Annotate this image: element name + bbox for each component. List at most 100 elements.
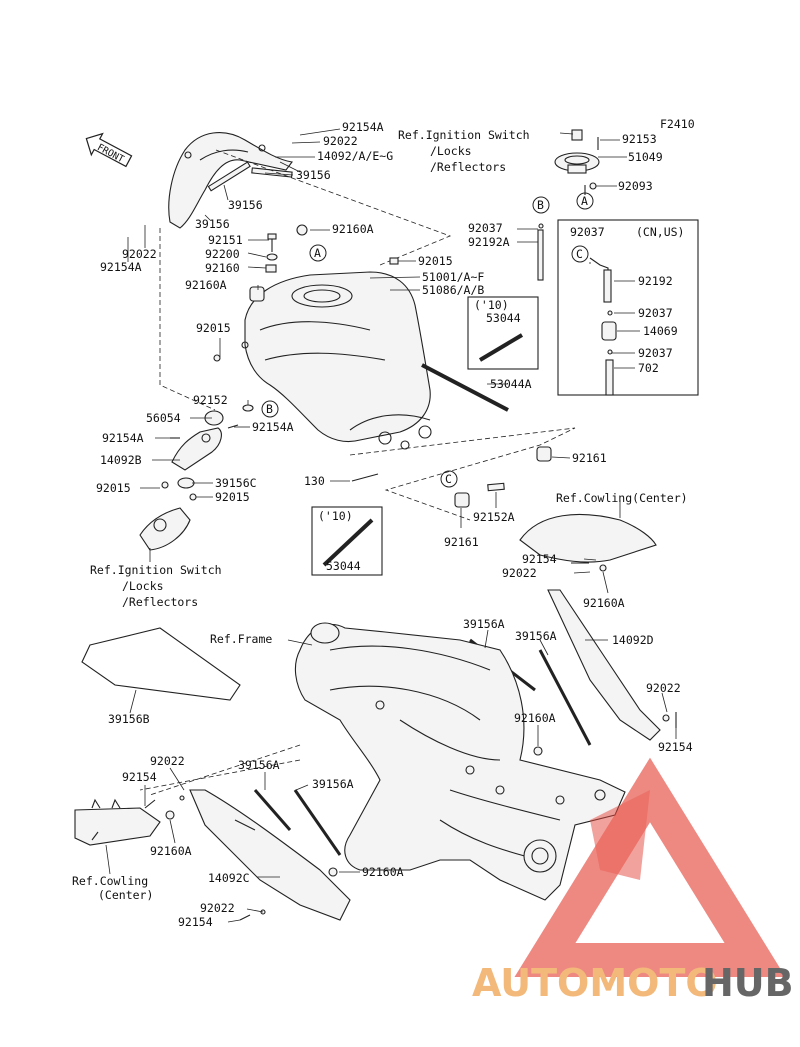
label-92160A-lower-mid: 92160A — [362, 865, 404, 879]
label-ref-ignition-bottom: Ref.Ignition Switch — [90, 563, 222, 577]
box-53044-upper — [467, 296, 539, 370]
label-130: 130 — [304, 474, 325, 488]
callout-B-hose: B — [532, 196, 550, 214]
callout-A-cap: A — [576, 192, 594, 210]
callout-A-tank: A — [309, 244, 327, 262]
label-53044-lower: 53044 — [326, 559, 361, 573]
label-92160A-right: 92160A — [514, 711, 556, 725]
label-92037-box1: 92037 — [570, 225, 605, 239]
canister-hose-set — [589, 257, 617, 396]
label-702: 702 — [638, 361, 659, 375]
damper-92161-a — [536, 446, 552, 462]
label-92160A-top: 92160A — [332, 222, 374, 236]
side-cover-14092C — [189, 789, 351, 921]
label-reflectors-top: /Reflectors — [430, 160, 506, 174]
label-92154-left-bottom: 92154 — [122, 770, 157, 784]
label-51086: 51086/A/B — [422, 283, 484, 297]
label-39156A-r2: 39156A — [515, 629, 557, 643]
label-92152: 92152 — [193, 393, 228, 407]
label-39156-b: 39156 — [228, 198, 263, 212]
label-92153: 92153 — [622, 132, 657, 146]
cowling-center-lower — [74, 798, 161, 846]
label-92015-mid: 92015 — [196, 321, 231, 335]
label-10-lower: ('10) — [318, 509, 353, 523]
label-92037-box2: 92037 — [638, 306, 673, 320]
label-92160A-tank: 92160A — [185, 278, 227, 292]
watermark-text-automoto: AUTOMOTO — [472, 961, 718, 1005]
label-39156B: 39156B — [108, 712, 150, 726]
svg-text:A: A — [581, 194, 588, 208]
label-92022-right: 92022 — [646, 681, 681, 695]
frame — [294, 622, 626, 901]
label-14092B: 14092B — [100, 453, 142, 467]
label-39156-c: 39156 — [195, 217, 230, 231]
rod-53044-upper — [478, 333, 524, 362]
watermark-text-hub: HUB — [702, 961, 794, 1005]
label-92152A: 92152A — [473, 510, 515, 524]
label-92160A-left: 92160A — [150, 844, 192, 858]
svg-text:B: B — [537, 198, 544, 212]
label-39156A-l1: 39156A — [238, 758, 280, 772]
box-53044-lower — [311, 506, 383, 576]
label-56054: 56054 — [146, 411, 181, 425]
side-cover-front — [168, 132, 293, 229]
svg-text:C: C — [576, 247, 583, 261]
side-cover-14092D — [547, 589, 661, 741]
label-92022-left-bottom: 92022 — [150, 754, 185, 768]
label-92015-tank: 92015 — [418, 254, 453, 268]
label-92161-lower: 92161 — [444, 535, 479, 549]
label-14069: 14069 — [643, 324, 678, 338]
callout-B-tank: B — [261, 400, 279, 418]
label-39156A-l2: 39156A — [312, 777, 354, 791]
breather-hose — [537, 223, 544, 281]
label-92154A-bracket-r: 92154A — [252, 420, 294, 434]
label-92037-hose: 92037 — [468, 221, 503, 235]
box-cn-us — [557, 219, 699, 396]
filler-cap-assembly — [554, 129, 600, 195]
label-39156A-r1: 39156A — [463, 617, 505, 631]
label-14092D: 14092D — [612, 633, 654, 647]
pipe-92152A — [487, 482, 505, 492]
callout-C-tank: C — [440, 470, 458, 488]
label-92022-cowl: 92022 — [502, 566, 537, 580]
label-92192A: 92192A — [468, 235, 510, 249]
label-92160A-cowl: 92160A — [583, 596, 625, 610]
figure-code: F2410 — [660, 117, 695, 131]
label-ref-cowling-center-top: Ref.Cowling(Center) — [556, 491, 688, 505]
rubber-39156A-pair-left — [253, 789, 342, 856]
label-92160: 92160 — [205, 261, 240, 275]
callout-C-box: C — [571, 245, 589, 263]
label-92154-lower: 92154 — [178, 915, 213, 929]
damper-92161-b — [454, 492, 470, 508]
label-92154A-left: 92154A — [100, 260, 142, 274]
label-53044-upper: 53044 — [486, 311, 521, 325]
bolt-130 — [351, 473, 379, 482]
label-ref-cowling-bottom: Ref.Cowling — [72, 874, 148, 888]
label-92154A-top: 92154A — [342, 120, 384, 134]
label-center-bottom: (Center) — [98, 888, 153, 902]
label-51049: 51049 — [628, 150, 663, 164]
svg-text:B: B — [266, 402, 273, 416]
label-locks-bottom: /Locks — [122, 579, 164, 593]
bolts-right — [533, 562, 677, 756]
label-92022-left: 92022 — [122, 247, 157, 261]
label-ref-frame: Ref.Frame — [210, 632, 272, 646]
label-39156-a: 39156 — [296, 168, 331, 182]
label-92093: 92093 — [618, 179, 653, 193]
leader-lines — [105, 128, 677, 923]
strip-53044A — [421, 363, 509, 412]
bolts-left — [144, 795, 338, 921]
pad-39156B — [81, 627, 241, 701]
label-92161-right: 92161 — [572, 451, 607, 465]
label-92200: 92200 — [205, 247, 240, 261]
label-92192: 92192 — [638, 274, 673, 288]
box-cn-us-title: (CN,US) — [636, 225, 684, 239]
label-14092-A-E-G: 14092/A/E~G — [317, 149, 393, 163]
label-92154-cowl: 92154 — [522, 552, 557, 566]
label-92154-right: 92154 — [658, 740, 693, 754]
label-92015-bracket-l: 92015 — [96, 481, 131, 495]
automotohub-logo — [514, 757, 786, 977]
fuel-tank — [241, 271, 432, 450]
